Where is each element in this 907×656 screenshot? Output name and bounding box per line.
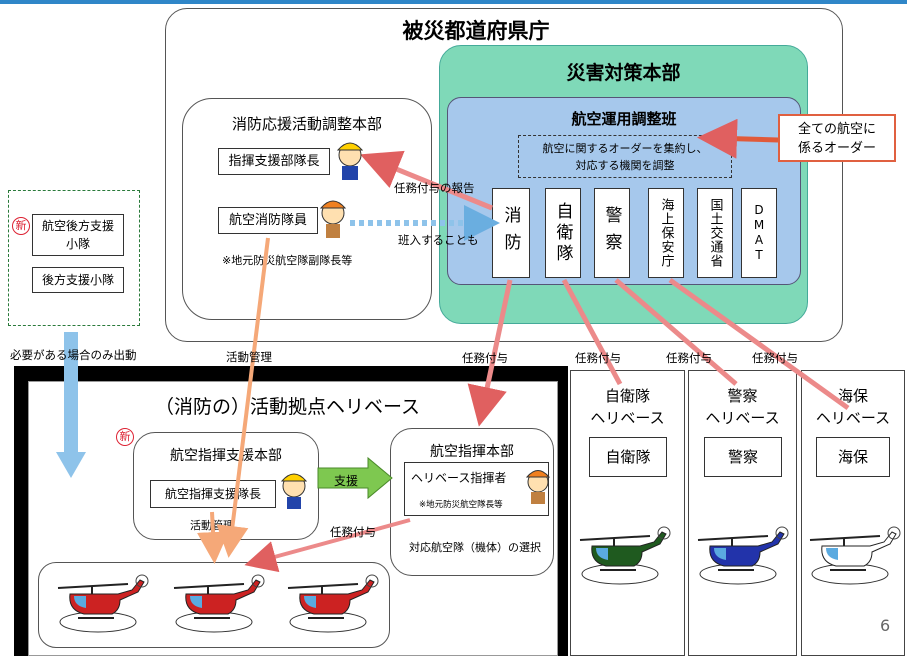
aviation-logistics-line1: 航空後方支援: [41, 219, 114, 233]
orders-callout: 全ての航空に 係るオーダー: [778, 114, 896, 162]
heli-base-commander-box: ヘリベース指揮者 ※地元防災航空隊長等: [404, 462, 549, 516]
firefighter-icon-heli-commander: [525, 470, 551, 504]
police-heli-base-box: 警察 ヘリベース 警察: [688, 370, 797, 656]
dispatch-arrow-shaft: [64, 332, 78, 454]
police-heli-base-title-line1: 警察: [727, 387, 758, 405]
support-unit-commander-box: 指揮支援部隊長: [218, 148, 330, 175]
support-label: 支援: [334, 474, 359, 488]
firefighter-icon-support-leader: [280, 473, 308, 509]
agency-police: 警察: [594, 188, 630, 278]
coast-guard-heli-base-title-line2: ヘリベース: [815, 409, 891, 427]
orders-callout-line1: 全ての航空に: [797, 122, 876, 137]
coordination-note-line2: 対応する機関を調整: [575, 159, 675, 172]
aircraft-selection-label: 対応航空隊（機体）の選択: [409, 541, 541, 554]
logistics-box: [8, 190, 140, 326]
task-arrow-coast: [668, 277, 850, 411]
aviation-command-support-hq-title: 航空指揮支援本部: [170, 448, 282, 464]
police-helicopter-icon: [697, 526, 789, 585]
task-label-2: 任務付与: [575, 351, 621, 365]
task-label-5: 任務付与: [330, 525, 376, 539]
coordination-note: 航空に関するオーダーを集約し、 対応する機関を調整: [518, 135, 732, 178]
coast-guard-heli-base-unit: 海保: [816, 437, 890, 477]
aviation-logistics-platoon: 航空後方支援 小隊: [32, 214, 124, 256]
coordination-note-line1: 航空に関するオーダーを集約し、: [542, 142, 708, 155]
task-label-3: 任務付与: [666, 351, 712, 365]
sdf-heli-base-box: 自衛隊 ヘリベース 自衛隊: [570, 370, 685, 656]
new-mark-support-hq: 新: [116, 428, 134, 446]
sdf-heli-base-unit: 自衛隊: [589, 437, 667, 477]
firefighter-icon-member: [319, 200, 347, 238]
activity-mgmt-label: 活動管理: [226, 350, 272, 364]
agency-dmat: DMAT: [741, 188, 777, 278]
join-label: 班入することも: [398, 233, 479, 247]
dispatch-arrow-head: [56, 452, 86, 478]
aviation-logistics-line2: 小隊: [65, 237, 90, 251]
disaster-hq-title: 災害対策本部: [566, 62, 681, 84]
sdf-heli-base-title-line2: ヘリベース: [590, 409, 665, 427]
report-arrow: [360, 150, 493, 211]
task-arrow-police: [614, 278, 738, 386]
task-arrow-helis: [244, 518, 411, 573]
police-heli-base-title-line2: ヘリベース: [705, 409, 780, 427]
report-label: 任務付与の報告: [394, 181, 475, 195]
agency-mlit: 国土交通省: [697, 188, 733, 278]
coast-guard-helicopter-icon: [809, 526, 901, 585]
coast-guard-heli-base-title-line1: 海保: [837, 387, 868, 405]
top-accent-bar: [0, 0, 907, 4]
police-heli-base-unit: 警察: [704, 437, 782, 477]
aviation-command-hq-title: 航空指揮本部: [430, 444, 514, 460]
task-label-1: 任務付与: [462, 351, 508, 365]
dispatch-note-label: 必要がある場合のみ出動: [10, 348, 137, 362]
sdf-heli-base-title-line1: 自衛隊: [604, 387, 650, 405]
fire-heli-base-title: （消防の）活動拠点ヘリベース: [155, 396, 421, 418]
aviation-team-title: 航空運用調整班: [571, 110, 677, 128]
activity-mgmt-arrow: [216, 237, 270, 558]
fire-helicopter-2-icon: [173, 574, 265, 633]
fire-helicopter-1-icon: [57, 574, 149, 633]
agency-sdf: 自衛隊: [545, 188, 581, 278]
task-arrow-sdf: [561, 278, 623, 386]
fire-helicopter-3-icon: [287, 574, 379, 633]
orders-arrow: [697, 118, 779, 159]
orders-callout-line2: 係るオーダー: [797, 141, 876, 156]
sdf-helicopter-icon: [579, 526, 671, 585]
support-mgmt-arrow: [197, 511, 229, 564]
coast-guard-heli-base-box: 海保 ヘリベース 海保: [801, 370, 905, 656]
fire-coordination-hq-title: 消防応援活動調整本部: [231, 115, 382, 133]
fire-hq-note: ※地元防災航空隊副隊長等: [222, 254, 353, 267]
new-mark-logistics: 新: [12, 217, 30, 235]
page-number: 6: [880, 616, 891, 635]
firefighter-icon-commander: [336, 142, 364, 180]
prefecture-office-title: 被災都道府県庁: [402, 19, 550, 43]
aviation-fire-member-box: 航空消防隊員: [218, 207, 318, 234]
logistics-platoon: 後方支援小隊: [32, 267, 124, 293]
support-arrow: [317, 456, 393, 500]
heli-base-commander-label: ヘリベース指揮者: [411, 471, 507, 485]
task-label-4: 任務付与: [752, 351, 798, 365]
heli-base-commander-note: ※地元防災航空隊長等: [419, 500, 503, 510]
agency-coast-guard: 海上保安庁: [648, 188, 684, 278]
task-arrow-fire: [467, 279, 513, 427]
